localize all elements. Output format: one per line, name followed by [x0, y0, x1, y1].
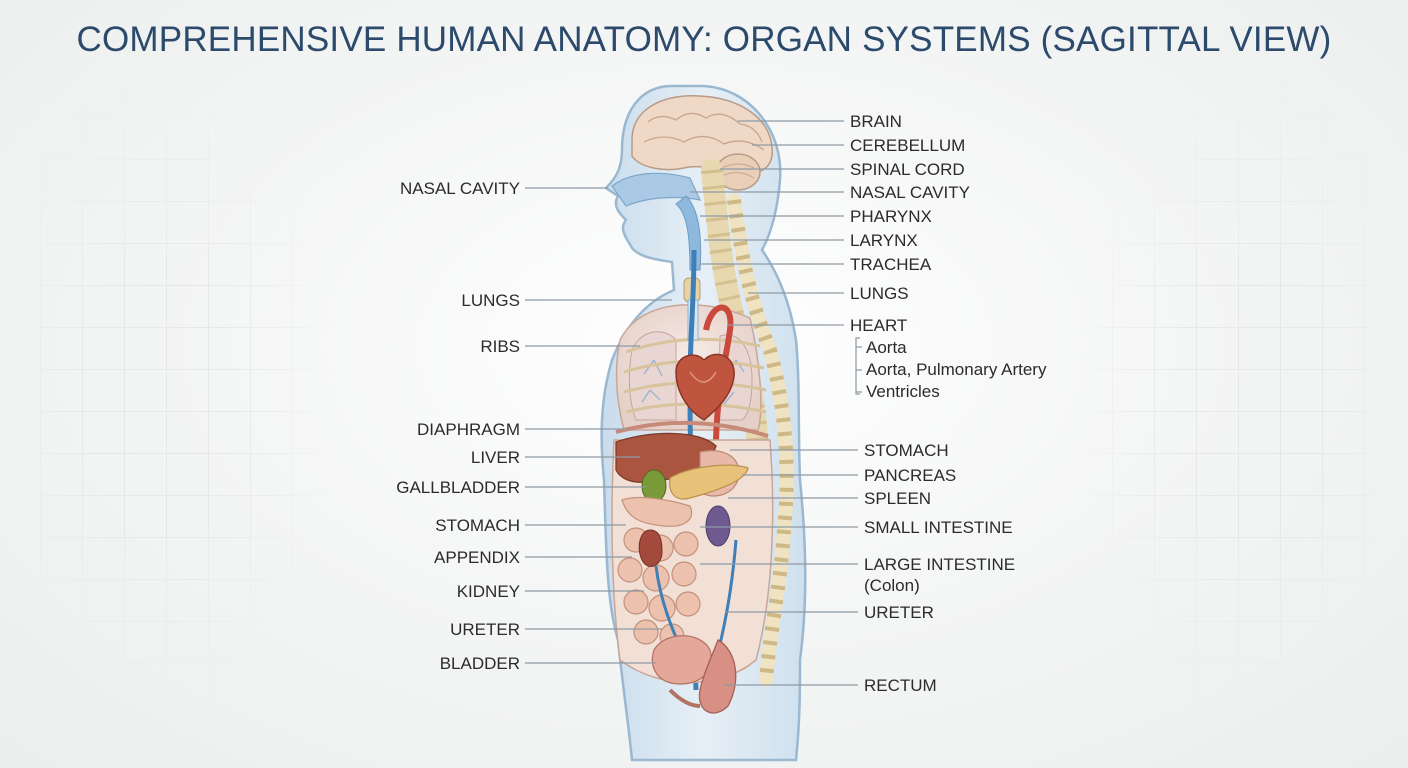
label-large-intestine: LARGE INTESTINE — [864, 555, 1016, 574]
label-pancreas: PANCREAS — [864, 466, 957, 485]
label-brain: BRAIN — [850, 112, 902, 131]
label-heart-aorta: Aorta — [866, 338, 907, 357]
label-gallbladder: GALLBLADDER — [396, 478, 520, 497]
diaphragm — [615, 420, 769, 438]
label-liver: LIVER — [470, 448, 520, 467]
label-trachea: TRACHEA — [850, 255, 932, 274]
label-heart-pulmonary-artery: Aorta, Pulmonary Artery — [866, 360, 1047, 379]
kidney — [638, 529, 663, 567]
label-small-intestine: SMALL INTESTINE — [864, 518, 1013, 537]
label-lungs-left: LUNGS — [461, 291, 520, 310]
bladder — [651, 635, 712, 685]
rectum — [698, 639, 737, 714]
intestines — [617, 496, 701, 649]
spleen — [705, 505, 731, 547]
label-ribs: RIBS — [480, 337, 520, 356]
label-nasal-cavity-right: NASAL CAVITY — [850, 183, 970, 202]
label-nasal-cavity-left: NASAL CAVITY — [400, 179, 520, 198]
label-kidney: KIDNEY — [456, 582, 520, 601]
label-stomach-left: STOMACH — [435, 516, 520, 535]
label-heart: HEART — [850, 316, 908, 335]
label-larynx: LARYNX — [850, 231, 918, 250]
background-grid-right — [1070, 75, 1370, 725]
nasal-cavity — [611, 172, 702, 207]
label-colon-note: (Colon) — [864, 576, 920, 595]
lungs — [628, 331, 677, 421]
left-leader-lines — [525, 187, 672, 664]
label-stomach-right: STOMACH — [864, 441, 949, 460]
label-cerebellum: CEREBELLUM — [850, 136, 966, 155]
background-grid-left — [40, 75, 340, 725]
label-ureter-left: URETER — [450, 620, 520, 639]
label-bladder: BLADDER — [439, 654, 520, 673]
label-heart-ventricles: Ventricles — [866, 382, 940, 401]
label-lungs-right: LUNGS — [850, 284, 909, 303]
label-ureter-right: URETER — [864, 603, 934, 622]
label-spleen: SPLEEN — [864, 489, 932, 508]
label-diaphragm: DIAPHRAGM — [417, 420, 520, 439]
right-leader-lines — [690, 120, 862, 686]
pancreas — [669, 464, 749, 500]
diagram-title: COMPREHENSIVE HUMAN ANATOMY: ORGAN SYSTE… — [76, 20, 1332, 59]
label-spinal-cord: SPINAL CORD — [850, 160, 965, 179]
label-rectum: RECTUM — [864, 676, 937, 695]
label-appendix: APPENDIX — [434, 548, 520, 567]
heart — [675, 353, 735, 421]
label-pharynx: PHARYNX — [850, 207, 932, 226]
